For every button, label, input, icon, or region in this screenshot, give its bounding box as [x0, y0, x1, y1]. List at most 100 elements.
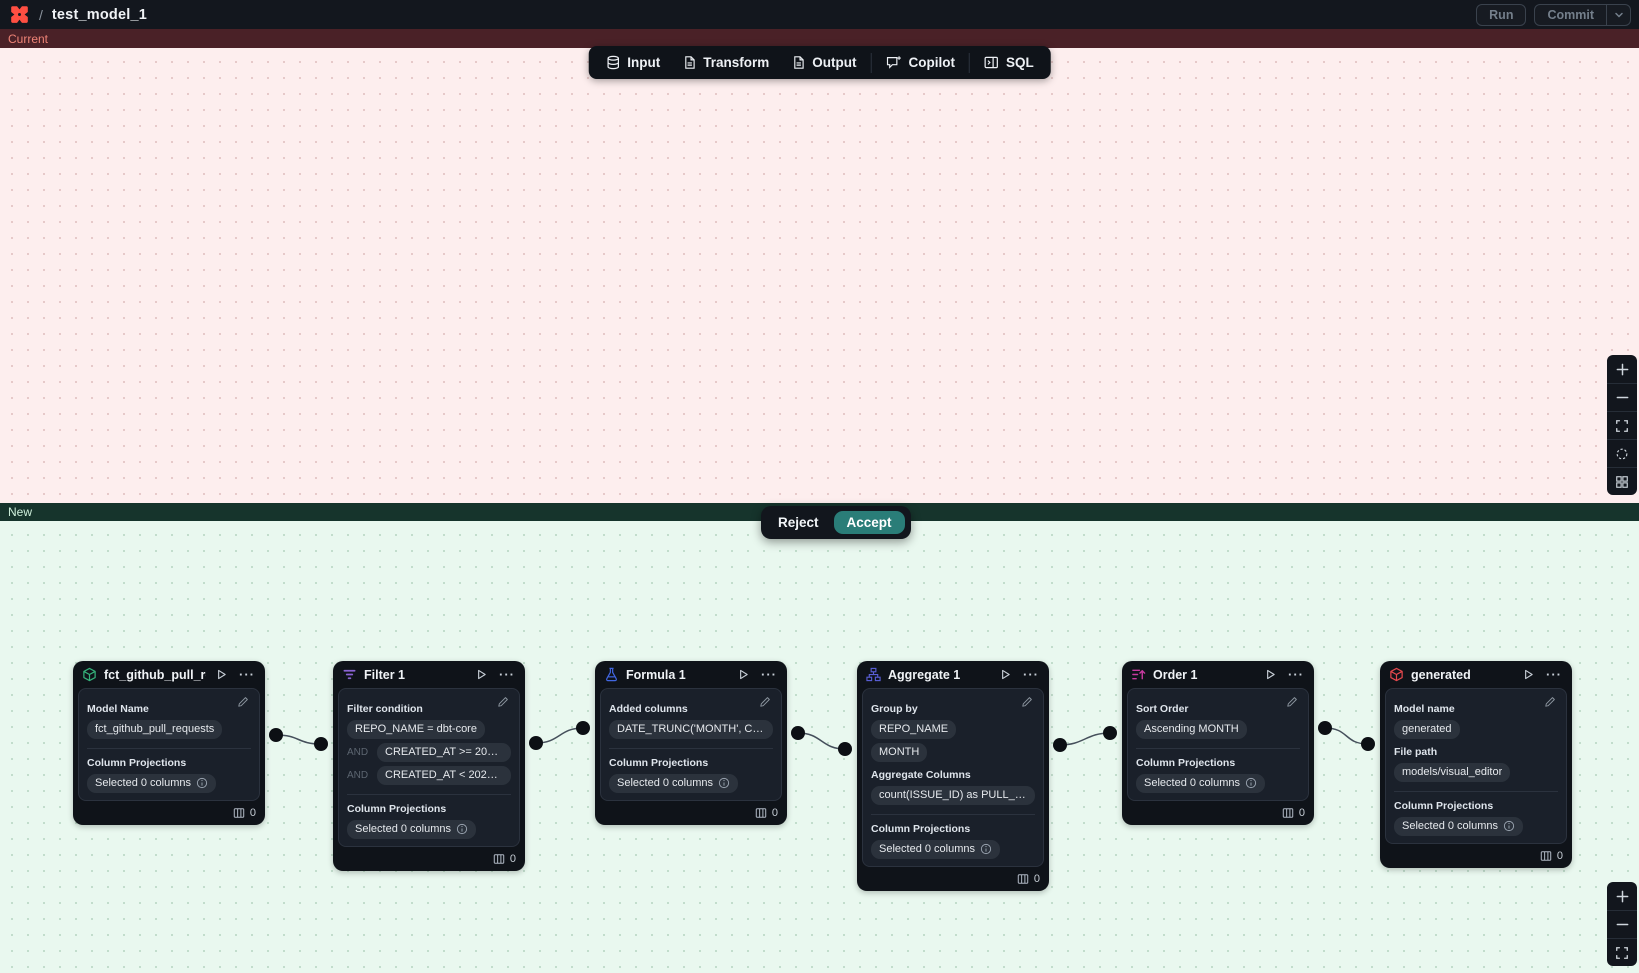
zoom-in-button[interactable]: [1607, 355, 1637, 383]
node-menu-button[interactable]: ···: [759, 666, 779, 682]
ellipsis-icon: ···: [1546, 666, 1562, 682]
lock-interactivity-button[interactable]: [1607, 439, 1637, 467]
node-header[interactable]: Filter 1···: [333, 661, 525, 687]
value-pill[interactable]: CREATED_AT < 2025-03-01: [377, 766, 511, 785]
node-run-button[interactable]: [997, 668, 1014, 681]
node-menu-button[interactable]: ···: [237, 668, 257, 681]
info-icon[interactable]: [980, 843, 992, 855]
aggregate-icon: [866, 667, 881, 682]
ellipsis-icon: ···: [499, 666, 515, 682]
info-icon[interactable]: [456, 823, 468, 835]
toolbar-transform-button[interactable]: Transform: [671, 50, 780, 75]
node-header[interactable]: Order 1···: [1122, 661, 1314, 687]
fit-view-button[interactable]: [1607, 938, 1637, 966]
node-run-button[interactable]: [735, 668, 752, 681]
edit-button[interactable]: [1019, 696, 1035, 708]
new-canvas[interactable]: fct_github_pull_requests···Model Namefct…: [0, 521, 1639, 973]
zoom-out-button[interactable]: [1607, 910, 1637, 938]
toolbar-output-button[interactable]: Output: [780, 50, 867, 75]
node-run-button[interactable]: [1520, 668, 1537, 681]
zoom-in-button[interactable]: [1607, 882, 1637, 910]
run-button[interactable]: Run: [1476, 3, 1527, 26]
zoom-out-button[interactable]: [1607, 383, 1637, 411]
section-row: fct_github_pull_requests: [87, 720, 251, 739]
toolbar-sql-button[interactable]: SQL: [973, 50, 1045, 75]
row-count: 0: [771, 807, 778, 819]
toolbar-copilot-button[interactable]: Copilot: [875, 50, 967, 75]
info-icon[interactable]: [196, 777, 208, 789]
node-run-button[interactable]: [473, 668, 490, 681]
reject-button[interactable]: Reject: [767, 512, 830, 533]
node-header[interactable]: Formula 1···: [595, 661, 787, 687]
commit-dropdown-button[interactable]: [1606, 4, 1630, 25]
value-pill[interactable]: generated: [1394, 720, 1460, 739]
input-handle[interactable]: [314, 737, 328, 751]
info-icon[interactable]: [1245, 777, 1257, 789]
value-pill[interactable]: MONTH: [871, 743, 928, 762]
fit-view-button[interactable]: [1607, 411, 1637, 439]
value-pill[interactable]: Selected 0 columns: [609, 774, 738, 793]
output-handle[interactable]: [269, 728, 283, 742]
ellipsis-icon: ···: [761, 666, 777, 682]
value-pill[interactable]: Selected 0 columns: [347, 820, 476, 839]
node-menu-button[interactable]: ···: [1021, 666, 1041, 682]
toolbar-input-button[interactable]: Input: [594, 50, 671, 75]
value-pill[interactable]: REPO_NAME: [871, 720, 957, 739]
value-pill[interactable]: CREATED_AT >= 2024-12-01: [377, 743, 511, 762]
value-pill[interactable]: fct_github_pull_requests: [87, 720, 223, 739]
output-handle[interactable]: [791, 726, 805, 740]
value-pill[interactable]: DATE_TRUNC('MONTH', CREATED_AT…: [609, 720, 773, 739]
input-handle[interactable]: [1361, 737, 1375, 751]
input-handle[interactable]: [1103, 726, 1117, 740]
info-icon[interactable]: [718, 777, 730, 789]
info-icon[interactable]: [1503, 820, 1515, 832]
plus-icon: [1615, 362, 1630, 377]
row-count: 0: [509, 853, 516, 865]
node-menu-button[interactable]: ···: [1286, 668, 1306, 681]
node-run-button[interactable]: [1262, 668, 1279, 681]
pencil-icon: [497, 696, 509, 708]
value-pill[interactable]: models/visual_editor: [1394, 763, 1511, 782]
input-handle[interactable]: [838, 742, 852, 756]
current-label: Current: [8, 31, 49, 46]
node-run-button[interactable]: [213, 668, 230, 681]
value-pill[interactable]: Selected 0 columns: [871, 840, 1000, 859]
ellipsis-icon: ···: [1023, 666, 1039, 682]
edit-button[interactable]: [235, 696, 251, 708]
node-menu-button[interactable]: ···: [497, 666, 517, 682]
edit-button[interactable]: [1284, 696, 1300, 708]
value-pill[interactable]: REPO_NAME = dbt-core: [347, 720, 485, 739]
node-header[interactable]: generated···: [1380, 661, 1572, 687]
edit-button[interactable]: [1542, 696, 1558, 708]
document-icon: [791, 55, 805, 70]
section-label: Sort Order: [1136, 703, 1189, 715]
current-canvas[interactable]: [0, 48, 1639, 503]
node-menu-button[interactable]: ···: [1544, 666, 1564, 682]
value-pill[interactable]: Ascending MONTH: [1136, 720, 1247, 739]
dbt-logo-icon[interactable]: [8, 4, 30, 26]
edit-button[interactable]: [757, 696, 773, 708]
commit-button[interactable]: Commit: [1535, 5, 1606, 25]
value-pill[interactable]: Selected 0 columns: [1136, 774, 1265, 793]
node-header[interactable]: Aggregate 1···: [857, 661, 1049, 687]
value-pill[interactable]: Selected 0 columns: [1394, 817, 1523, 836]
edit-button[interactable]: [495, 696, 511, 708]
output-handle[interactable]: [1318, 721, 1332, 735]
section-row: REPO_NAME: [871, 720, 1035, 739]
input-handle[interactable]: [576, 721, 590, 735]
output-handle[interactable]: [529, 736, 543, 750]
node-fct_github_pull_requests[interactable]: fct_github_pull_requests···Model Namefct…: [73, 661, 265, 825]
value-pill[interactable]: count(ISSUE_ID) as PULL_REQUEST_…: [871, 786, 1035, 805]
value-pill[interactable]: Selected 0 columns: [87, 774, 216, 793]
section-label: Column Projections: [609, 757, 709, 769]
accept-button[interactable]: Accept: [833, 511, 905, 534]
node-header[interactable]: fct_github_pull_requests···: [73, 661, 265, 687]
output-handle[interactable]: [1053, 738, 1067, 752]
auto-layout-button[interactable]: [1607, 467, 1637, 495]
